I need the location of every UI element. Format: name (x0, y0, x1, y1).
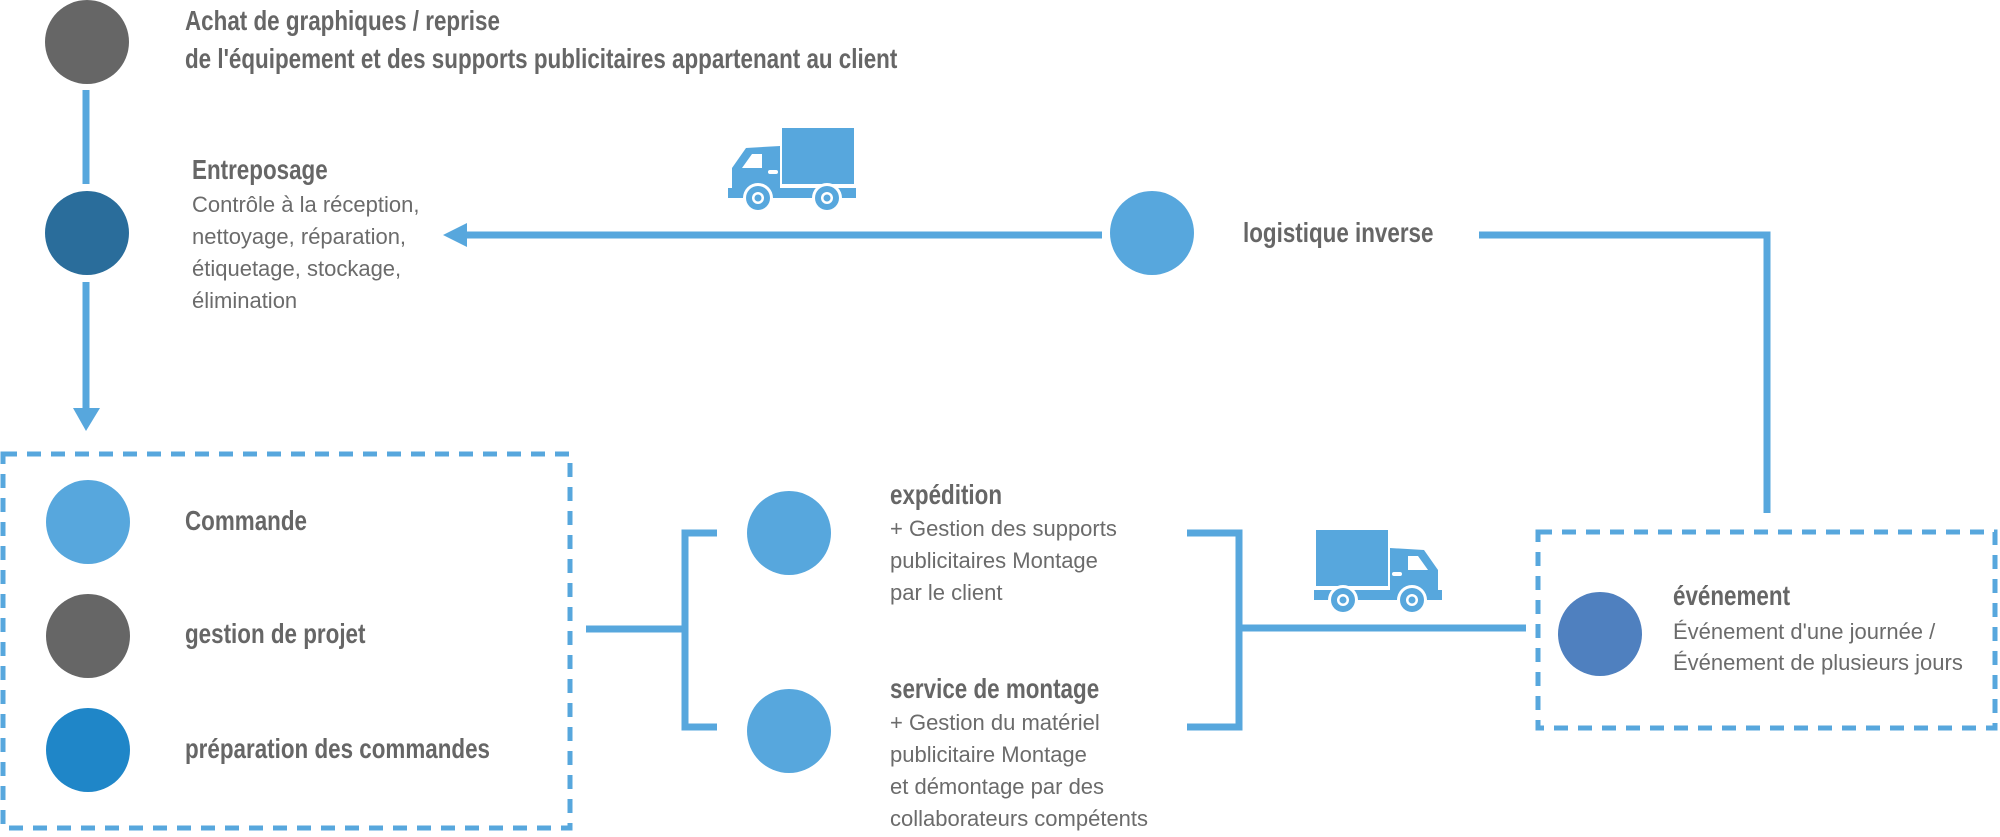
fork-right-bracket (1187, 529, 1243, 731)
storage-description: Contrôle à la réception, nettoyage, répa… (192, 189, 419, 317)
order-picking-label: préparation des commandes (185, 733, 490, 764)
fork-left-bracket (681, 529, 717, 731)
storage-desc-line: élimination (192, 288, 298, 313)
truck-icon (728, 128, 856, 213)
event-description: Événement d'une journée / Événement de p… (1673, 616, 1963, 678)
order-label: Commande (185, 505, 307, 536)
truck-icon (1314, 530, 1442, 615)
order-group-box (0, 451, 573, 831)
node-project-management (46, 594, 130, 678)
event-desc-line: Événement de plusieurs jours (1673, 650, 1963, 675)
shipping-title: expédition (890, 479, 1003, 510)
assembly-service-description: + Gestion du matériel publicitaire Monta… (890, 707, 1148, 835)
event-box (1535, 529, 1998, 731)
node-shipping (747, 491, 831, 575)
node-storage (45, 191, 129, 275)
shipping-desc-line: + Gestion des supports (890, 516, 1117, 541)
shipping-desc-line: par le client (890, 580, 1003, 605)
assembly-service-title: service de montage (890, 673, 1100, 704)
node-event (1558, 592, 1642, 676)
shipping-description: + Gestion des supports publicitaires Mon… (890, 513, 1117, 609)
reverse-logistics-title: logistique inverse (1243, 217, 1434, 248)
shipping-desc-line: publicitaires Montage (890, 548, 1098, 573)
purchase-title-line-2: de l'équipement et des supports publicit… (185, 43, 898, 74)
connector-event-reverse (1479, 231, 1771, 513)
assembly-desc-line: publicitaire Montage (890, 742, 1087, 767)
event-title: événement (1673, 580, 1791, 611)
arrowhead-down (73, 408, 100, 431)
node-assembly-service (747, 689, 831, 773)
event-desc-line: Événement d'une journée / (1673, 619, 1936, 644)
assembly-desc-line: + Gestion du matériel (890, 710, 1100, 735)
purchase-title: Achat de graphiques / reprise de l'équip… (185, 2, 897, 78)
node-purchase (45, 0, 129, 84)
project-management-label: gestion de projet (185, 618, 366, 649)
assembly-desc-line: collaborateurs compétents (890, 806, 1149, 831)
storage-desc-line: nettoyage, réparation, (192, 224, 407, 249)
purchase-title-line-1: Achat de graphiques / reprise (185, 5, 500, 36)
node-order-picking (46, 708, 130, 792)
storage-desc-line: étiquetage, stockage, (192, 256, 402, 281)
node-order (46, 480, 130, 564)
assembly-desc-line: et démontage par des (890, 774, 1105, 799)
storage-desc-line: Contrôle à la réception, (192, 192, 420, 217)
storage-title: Entreposage (192, 154, 328, 185)
arrowhead-left (443, 223, 467, 247)
node-reverse-logistics (1110, 191, 1194, 275)
